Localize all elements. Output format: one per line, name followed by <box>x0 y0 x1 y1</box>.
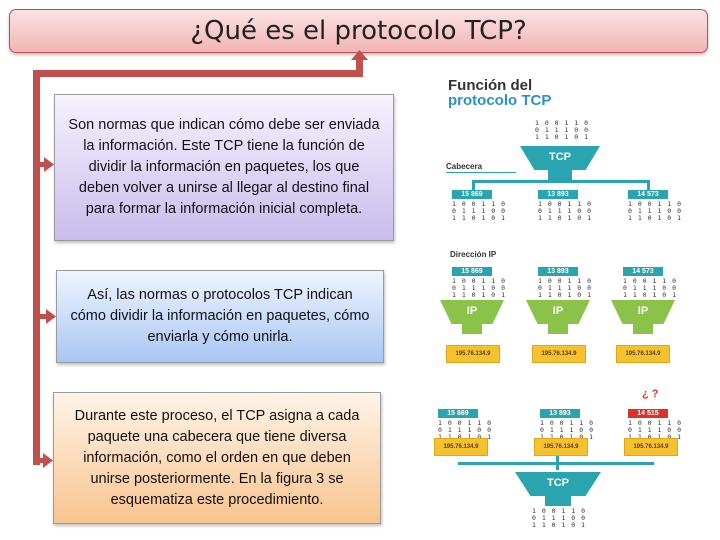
tcp-funnel-top: TCP <box>520 146 600 180</box>
tree-line-top <box>472 180 650 183</box>
text-box-header: Durante este proceso, el TCP asigna a ca… <box>53 392 381 524</box>
bits-bottom: 1 0 0 1 1 0 0 1 1 1 0 0 1 1 0 1 0 1 <box>532 507 587 529</box>
bottom-packet-header-1: 15 869 <box>438 409 478 418</box>
bottom-envelope-3: 195.76.134.9 <box>624 438 678 456</box>
ip-funnel-1: IP <box>440 300 504 334</box>
connector-arrow-2 <box>46 309 56 324</box>
tree-drop-3 <box>647 180 650 190</box>
connector-up <box>356 58 363 77</box>
packet-header-1: 15 869 <box>452 190 492 199</box>
envelope-3: 195.76.134.9 <box>616 345 670 363</box>
tcp-funnel-bottom: TCP <box>515 472 601 506</box>
text-protocols: Así, las normas o protocolos TCP indican… <box>70 287 370 345</box>
envelope-1: 195.76.134.9 <box>446 345 500 363</box>
bottom-bits-3: 1 0 0 1 1 0 0 1 1 1 0 0 1 1 0 1 0 1 <box>628 419 683 441</box>
connector-top <box>33 70 363 77</box>
ip-funnel-2: IP <box>526 300 590 334</box>
text-box-protocols: Así, las normas o protocolos TCP indican… <box>56 270 384 363</box>
ip-bits-2: 1 0 0 1 1 0 0 1 1 1 0 0 1 1 0 1 0 1 <box>538 277 593 299</box>
bottom-bits-1: 1 0 0 1 1 0 0 1 1 1 0 0 1 1 0 1 0 1 <box>438 419 493 441</box>
ip-funnel-3: IP <box>611 300 675 334</box>
text-box-definition: Son normas que indican cómo debe ser env… <box>54 94 394 241</box>
label-direccion-ip: Dirección IP <box>450 250 497 259</box>
ip-packet-header-1: 15 869 <box>452 267 492 276</box>
figure-title-line1: Función del <box>448 77 533 94</box>
bits-top: 1 0 0 1 1 0 0 1 1 1 0 0 1 1 0 1 0 1 <box>535 119 590 141</box>
packet-bits-2: 1 0 0 1 1 0 0 1 1 1 0 0 1 1 0 1 0 1 <box>538 200 593 222</box>
connector-arrow-1 <box>44 157 54 172</box>
label-cabecera: Cabecera <box>446 162 483 171</box>
tree-drop-1 <box>472 180 475 190</box>
bottom-bits-2: 1 0 0 1 1 0 0 1 1 1 0 0 1 1 0 1 0 1 <box>540 419 595 441</box>
packet-header-2: 13 893 <box>538 190 578 199</box>
packet-bits-1: 1 0 0 1 1 0 0 1 1 1 0 0 1 1 0 1 0 1 <box>452 200 507 222</box>
connector-branch-3 <box>36 458 46 463</box>
ip-bits-3: 1 0 0 1 1 0 0 1 1 1 0 0 1 1 0 1 0 1 <box>623 277 678 299</box>
cabecera-line <box>446 172 516 173</box>
bottom-packet-header-2: 13 893 <box>540 409 580 418</box>
text-header: Durante este proceso, el TCP asigna a ca… <box>74 407 360 508</box>
connector-trunk <box>33 70 40 465</box>
bottom-packet-header-3: 14 515 <box>628 409 668 418</box>
ip-packet-header-3: 14 573 <box>623 267 663 276</box>
question-mark: ¿ ? <box>642 388 659 400</box>
ip-bits-1: 1 0 0 1 1 0 0 1 1 1 0 0 1 1 0 1 0 1 <box>452 277 507 299</box>
ip-packet-header-2: 13 893 <box>538 267 578 276</box>
bottom-envelope-2: 195.76.134.9 <box>534 438 588 456</box>
packet-header-3: 14 573 <box>628 190 668 199</box>
packet-bits-3: 1 0 0 1 1 0 0 1 1 1 0 0 1 1 0 1 0 1 <box>628 200 683 222</box>
envelope-2: 195.76.134.9 <box>532 345 586 363</box>
figure-title: Función del protocolo TCP <box>448 78 551 108</box>
text-definition: Son normas que indican cómo debe ser env… <box>68 117 380 217</box>
slide-title: ¿Qué es el protocolo TCP? <box>9 9 708 53</box>
tcp-figure: Función del protocolo TCP 1 0 0 1 1 0 0 … <box>420 70 715 530</box>
bottom-envelope-1: 195.76.134.9 <box>434 438 488 456</box>
figure-title-line2: protocolo TCP <box>448 92 552 109</box>
connector-arrowhead <box>351 50 368 60</box>
bottom-tree-stem <box>556 456 559 470</box>
connector-branch-2 <box>36 314 50 319</box>
connector-arrow-3 <box>43 453 53 468</box>
connector-branch-1 <box>36 162 50 167</box>
